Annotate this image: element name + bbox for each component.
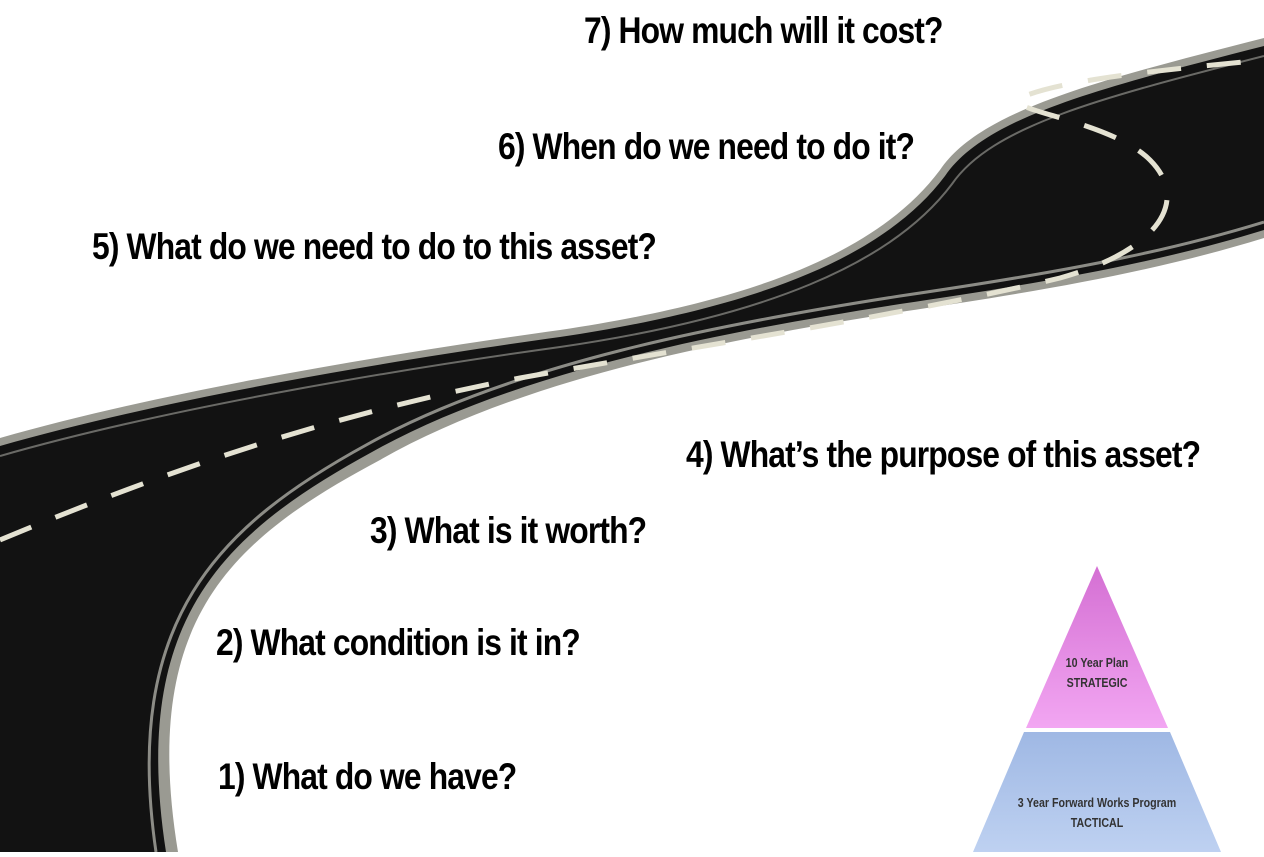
question-4: 4) What’s the purpose of this asset? bbox=[686, 434, 1201, 475]
question-1: 1) What do we have? bbox=[218, 756, 517, 797]
pyramid-top-title: 10 Year Plan bbox=[1065, 655, 1129, 670]
road-surface bbox=[0, 46, 1264, 852]
question-6: 6) When do we need to do it? bbox=[498, 126, 915, 167]
pyramid-bottom-tier bbox=[973, 732, 1221, 852]
pyramid-shape bbox=[973, 566, 1221, 852]
question-5: 5) What do we need to do to this asset? bbox=[92, 226, 657, 267]
pyramid-top-subtitle: STRATEGIC bbox=[1066, 675, 1128, 690]
pyramid-top-tier bbox=[1026, 566, 1168, 728]
road-edge-line-outer bbox=[0, 55, 1264, 457]
lane-marking bbox=[0, 57, 1264, 543]
question-2: 2) What condition is it in? bbox=[216, 622, 581, 663]
road-edge-line-inner bbox=[147, 220, 1264, 852]
question-3: 3) What is it worth? bbox=[370, 510, 647, 551]
question-7: 7) How much will it cost? bbox=[584, 10, 943, 51]
planning-pyramid: 10 Year Plan STRATEGIC 3 Year Forward Wo… bbox=[930, 566, 1264, 852]
pyramid-bottom-subtitle: TACTICAL bbox=[1070, 815, 1124, 830]
pyramid-bottom-title: 3 Year Forward Works Program bbox=[1017, 795, 1177, 810]
